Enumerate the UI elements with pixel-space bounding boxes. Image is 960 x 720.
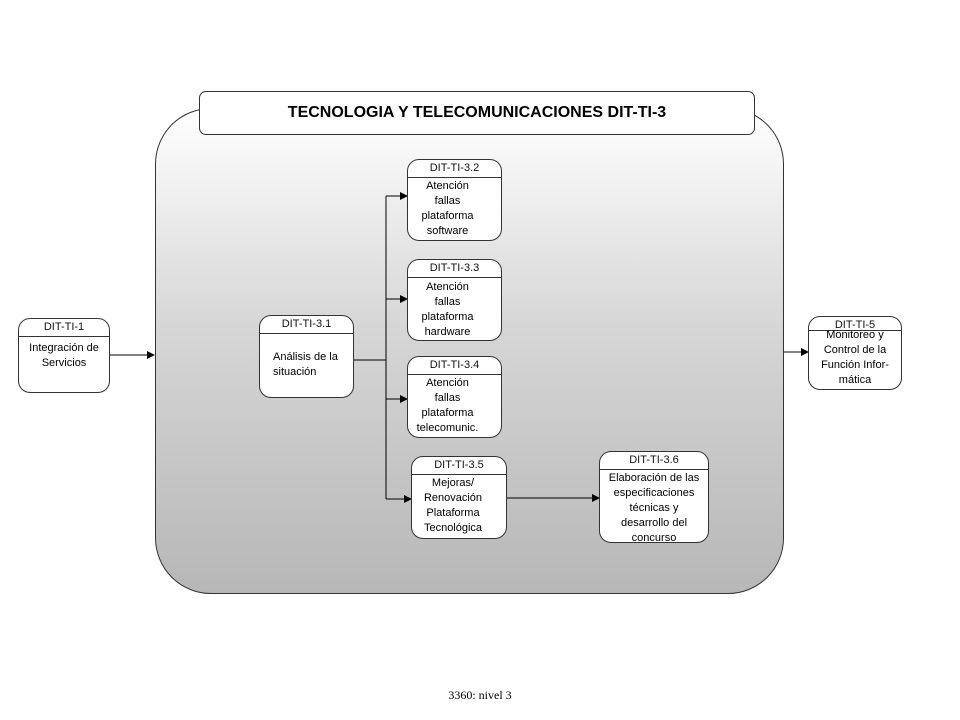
node-dit-ti-3-1: DIT-TI-3.1 Análisis de la situación — [259, 315, 354, 398]
node-id: DIT-TI-3.4 — [408, 357, 501, 375]
node-dit-ti-3-5: DIT-TI-3.5 Mejoras/ Renovación Plataform… — [411, 456, 507, 539]
node-text: Atención fallas plataforma telecomunic. — [416, 377, 479, 434]
node-id: DIT-TI-3.1 — [260, 316, 353, 334]
node-text: Atención fallas plataforma hardware — [421, 281, 474, 338]
diagram-title: TECNOLOGIA Y TELECOMUNICACIONES DIT-TI-3 — [287, 104, 667, 121]
node-id: DIT-TI-3.6 — [600, 452, 708, 470]
node-dit-ti-3-3: DIT-TI-3.3 Atención fallas plataforma ha… — [407, 259, 502, 341]
node-text: Elaboración de las especificaciones técn… — [608, 472, 700, 544]
node-text: Mejoras/ Renovación Plataforma Tecnológi… — [423, 477, 483, 534]
page-footer: 3360: nivel 3 — [448, 688, 512, 702]
node-dit-ti-3-6: DIT-TI-3.6 Elaboración de las especifica… — [599, 451, 709, 544]
node-id: DIT-TI-3.2 — [408, 160, 501, 178]
node-dit-ti-3-4: DIT-TI-3.4 Atención fallas plataforma te… — [407, 356, 502, 438]
node-id: DIT-TI-5 — [809, 317, 901, 331]
node-text: Monitoreo y Control de la Función Infor-… — [821, 329, 889, 386]
node-text: Atención fallas plataforma software — [421, 180, 474, 237]
node-id: DIT-TI-3.5 — [412, 457, 506, 475]
node-id: DIT-TI-3.3 — [408, 260, 501, 278]
node-dit-ti-3-2: DIT-TI-3.2 Atención fallas plataforma so… — [407, 159, 502, 241]
node-dit-ti-5: DIT-TI-5 Monitoreo y Control de la Funci… — [808, 316, 902, 390]
node-id: DIT-TI-1 — [19, 319, 109, 337]
diagram-title-box: TECNOLOGIA Y TELECOMUNICACIONES DIT-TI-3 — [199, 91, 755, 135]
node-text: Análisis de la situación — [273, 351, 338, 378]
node-text: Integración de Servicios — [29, 342, 99, 369]
node-dit-ti-1: DIT-TI-1 Integración de Servicios — [18, 318, 110, 393]
